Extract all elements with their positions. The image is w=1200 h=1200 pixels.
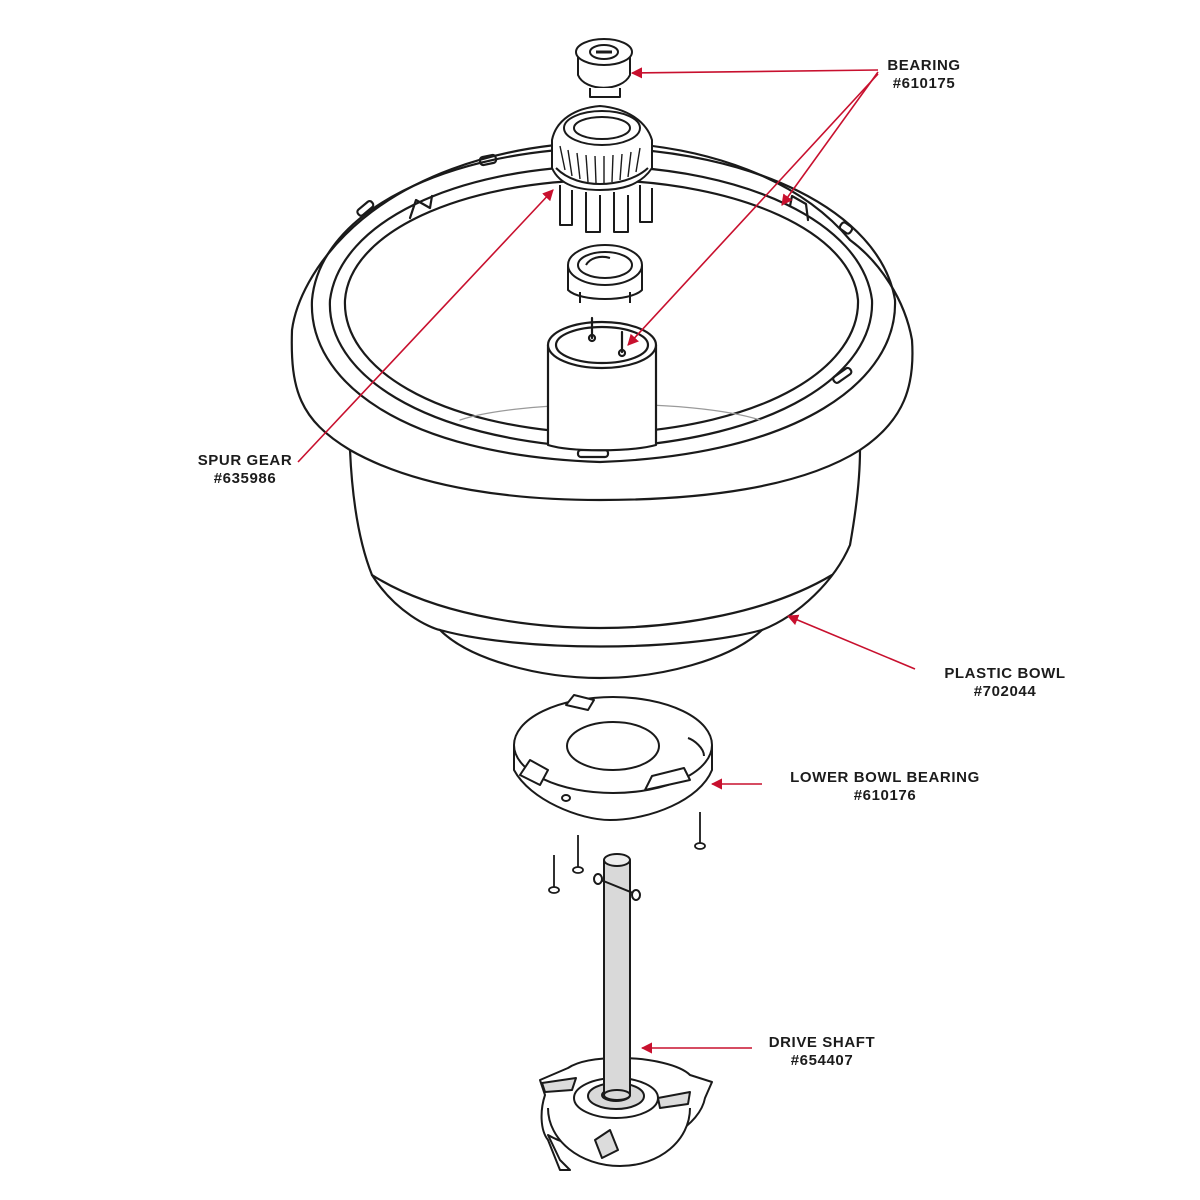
leader-bearing-top <box>630 67 879 79</box>
drive-shaft-name: DRIVE SHAFT <box>768 1034 876 1051</box>
drive-shaft <box>539 853 713 1171</box>
lower-bowl-bearing-number: #610176 <box>853 787 917 804</box>
lower-bowl-bearing-name: LOWER BOWL BEARING <box>790 769 980 786</box>
leader-bearing-column <box>627 73 879 346</box>
leader-plastic-bowl <box>786 614 916 670</box>
spur-gear <box>551 105 653 233</box>
plastic-bowl <box>290 140 914 680</box>
bearing-number: #610175 <box>892 75 956 92</box>
label-drive-shaft: DRIVE SHAFT #654407 <box>752 1034 892 1070</box>
label-spur-gear: SPUR GEAR #635986 <box>186 452 304 488</box>
spur-gear-name: SPUR GEAR <box>197 452 293 469</box>
leader-spur-gear <box>297 189 554 463</box>
plastic-bowl-name: PLASTIC BOWL <box>944 665 1066 682</box>
inner-coupler <box>567 244 643 303</box>
label-lower-bowl-bearing: LOWER BOWL BEARING #610176 <box>770 769 1000 805</box>
label-bearing: BEARING #610175 <box>862 57 986 93</box>
top-bearing <box>575 38 633 98</box>
lower-bowl-bearing <box>513 694 713 821</box>
leader-bearing-right <box>781 71 879 206</box>
leader-lines <box>297 67 916 1054</box>
spur-gear-number: #635986 <box>213 470 277 487</box>
bearing-name: BEARING <box>887 57 961 74</box>
plastic-bowl-number: #702044 <box>973 683 1037 700</box>
drive-shaft-number: #654407 <box>790 1052 854 1069</box>
label-plastic-bowl: PLASTIC BOWL #702044 <box>925 665 1085 701</box>
screws <box>548 812 706 894</box>
